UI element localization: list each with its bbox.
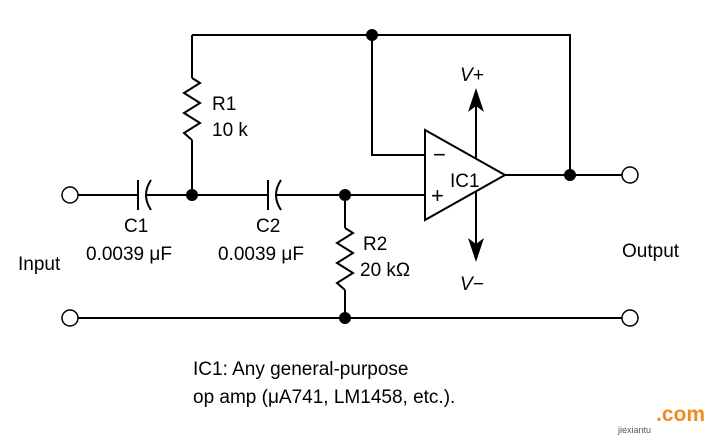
- c2-curved-plate: [275, 179, 282, 211]
- c1-curved-plate: [145, 179, 152, 211]
- v-plus-label: V+: [460, 65, 484, 86]
- junction-dot-r2-c2: [339, 189, 351, 201]
- capacitor-c1: [137, 179, 152, 211]
- logo-pinyin: jiexiantu: [617, 425, 651, 435]
- resistor-r1: [182, 77, 202, 141]
- r2-value-label: 20 kΩ: [360, 260, 410, 281]
- junction-dot-output: [564, 169, 576, 181]
- output-label: Output: [622, 241, 680, 262]
- input-terminal: [61, 186, 79, 204]
- c2-name-label: C2: [256, 216, 280, 237]
- r1-value-label: 10 k: [212, 120, 248, 141]
- input-label: Input: [18, 254, 61, 275]
- input-ground-terminal: [61, 309, 79, 327]
- v-minus-arrow-icon: [468, 238, 484, 262]
- c1-name-label: C1: [124, 216, 148, 237]
- top-feedback-wire: [192, 34, 571, 175]
- inverting-input-sign: −: [433, 142, 446, 167]
- output-terminal: [621, 166, 639, 184]
- c1-value-label: 0.0039 μF: [86, 244, 172, 265]
- r2-name-label: R2: [363, 234, 387, 255]
- v-plus-arrow-icon: [468, 88, 484, 112]
- note-line-2: op amp (μA741, LM1458, etc.).: [193, 387, 455, 408]
- noninverting-input-sign: +: [431, 183, 444, 208]
- r1-name-label: R1: [212, 94, 236, 115]
- capacitor-c2: [267, 179, 282, 211]
- inverting-input-wire: [371, 35, 425, 156]
- junction-dot-r1-c: [186, 189, 198, 201]
- c2-value-label: 0.0039 μF: [218, 244, 304, 265]
- v-minus-label: V−: [460, 274, 484, 295]
- resistor-r2: [335, 227, 355, 291]
- note-line-1: IC1: Any general-purpose: [193, 359, 408, 380]
- output-ground-terminal: [621, 309, 639, 327]
- junction-dot-feedback: [366, 29, 378, 41]
- junction-dot-ground: [339, 312, 351, 324]
- opamp-ic1: [424, 128, 508, 222]
- site-logo: .com jiexiantu: [617, 403, 705, 435]
- opamp-name-label: IC1: [450, 171, 480, 192]
- logo-domain: .com: [656, 403, 705, 426]
